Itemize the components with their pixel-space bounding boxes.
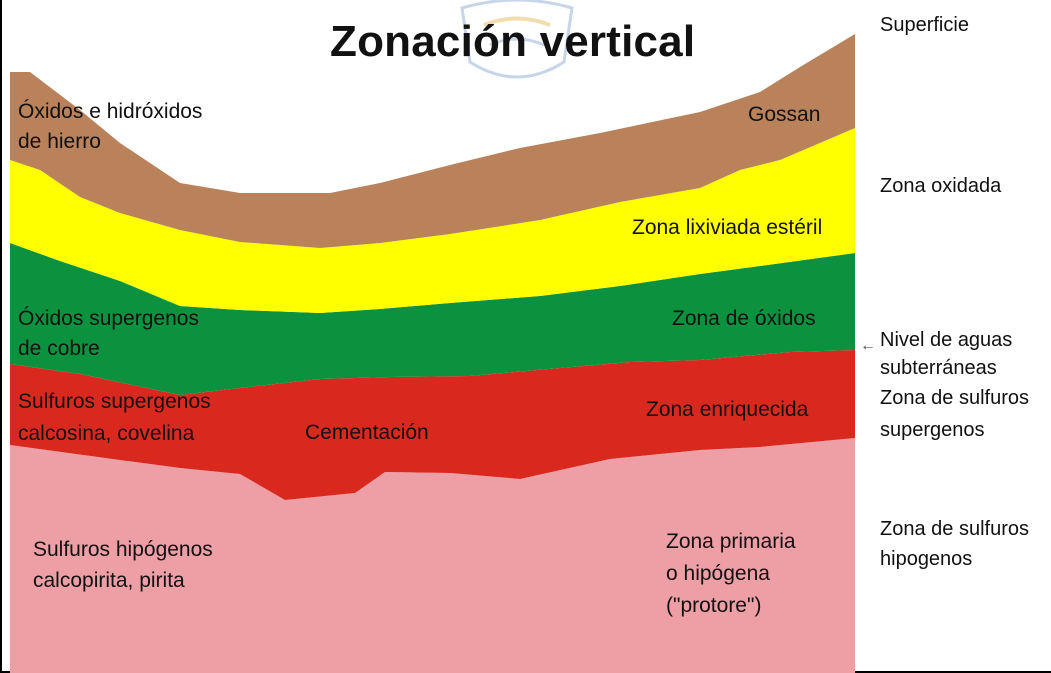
enriched-zone-layer bbox=[10, 350, 855, 500]
cementation-label: Cementación bbox=[305, 421, 429, 444]
gossan-label: Gossan bbox=[748, 103, 821, 126]
supergene-copper-oxides-label-line2: de cobre bbox=[18, 337, 100, 360]
enriched-zone-label: Zona enriquecida bbox=[646, 398, 809, 421]
primary-zone-label-line2: o hipógena bbox=[666, 562, 770, 585]
diagram-title: Zonación vertical bbox=[330, 17, 696, 66]
surface-label: Superficie bbox=[880, 14, 969, 36]
oxides-zone-label: Zona de óxidos bbox=[672, 307, 816, 330]
primary-zone-layer bbox=[10, 438, 855, 673]
hypogene-zone-label-line1: Zona de sulfuros bbox=[880, 518, 1029, 540]
gossan-layer bbox=[10, 34, 855, 248]
primary-zone-label-line3: ("protore") bbox=[666, 594, 762, 617]
leached-zone-layer bbox=[10, 128, 855, 313]
supergene-copper-oxides-label-line1: Óxidos supergenos bbox=[18, 307, 199, 330]
hypogene-sulfides-label-line1: Sulfuros hipógenos bbox=[33, 538, 213, 561]
leached-zone-label: Zona lixiviada estéril bbox=[632, 216, 823, 239]
oxidized-zone-label: Zona oxidada bbox=[880, 175, 1002, 197]
iron-oxides-label-line1: Óxidos e hidróxidos bbox=[18, 100, 203, 123]
supergene-zone-label-line1: Zona de sulfuros bbox=[880, 387, 1029, 409]
supergene-zone-label-line2: supergenos bbox=[880, 419, 985, 441]
hypogene-zone-label-line2: hipogenos bbox=[880, 548, 973, 570]
supergene-sulfides-label-line2: calcosina, covelina bbox=[18, 422, 195, 445]
groundwater-level-label-line1: Nivel de aguas bbox=[880, 329, 1013, 351]
iron-oxides-label-line2: de hierro bbox=[18, 130, 101, 153]
groundwater-level-label-line2: subterráneas bbox=[880, 357, 997, 379]
primary-zone-label-line1: Zona primaria bbox=[666, 530, 796, 553]
hypogene-sulfides-label-line2: calcopirita, pirita bbox=[33, 569, 185, 592]
groundwater-arrow-icon: ← bbox=[860, 337, 876, 354]
watermark-emblem-icon bbox=[460, 0, 574, 79]
supergene-sulfides-label-line1: Sulfuros supergenos bbox=[18, 390, 211, 413]
oxides-zone-layer bbox=[10, 243, 855, 395]
